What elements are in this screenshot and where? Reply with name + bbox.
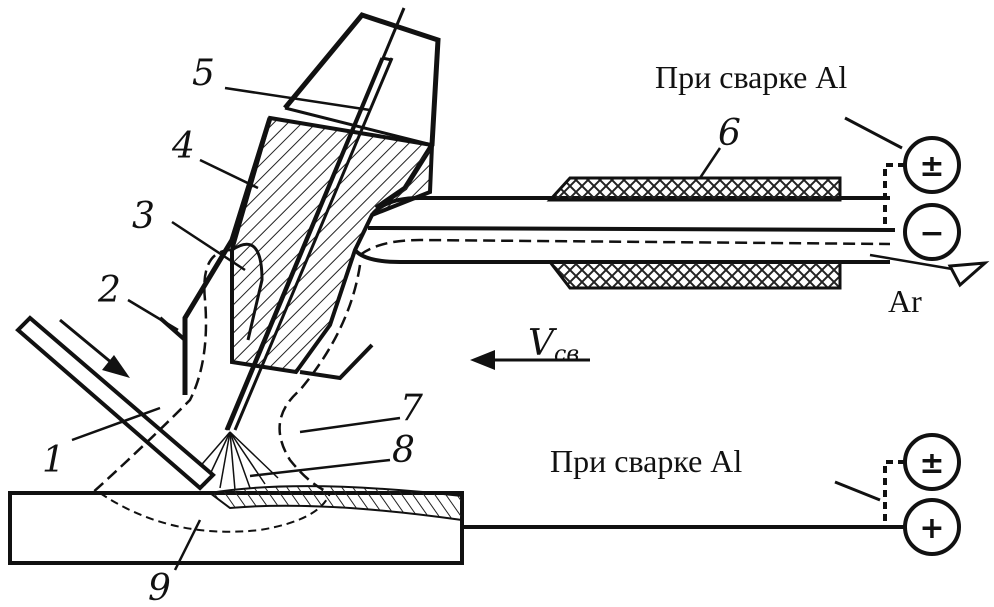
callout-9: 9 bbox=[148, 568, 171, 607]
torch-terminal bbox=[903, 203, 961, 261]
argon-flow-right bbox=[278, 238, 891, 495]
argon-inlet-arrow bbox=[869, 253, 990, 288]
gas-nozzle-left bbox=[182, 117, 273, 395]
top-note-leader bbox=[844, 116, 903, 150]
collet bbox=[231, 242, 264, 341]
hose-center-wire bbox=[367, 226, 896, 232]
argon-flow-left bbox=[89, 248, 233, 496]
bottom-alt-sign: ± bbox=[919, 446, 944, 481]
hose-fitting-bottom bbox=[546, 260, 842, 290]
callout-6: 6 bbox=[718, 113, 741, 154]
callout-5: 5 bbox=[192, 53, 215, 94]
torch-cap-inner bbox=[284, 106, 433, 147]
bottom-alt-link bbox=[883, 460, 905, 525]
travel-speed-subscript: св bbox=[554, 342, 579, 367]
weld-pool bbox=[99, 492, 331, 533]
callout-8: 8 bbox=[392, 430, 415, 471]
tungsten-electrode bbox=[224, 7, 406, 431]
torch-body bbox=[230, 115, 435, 375]
top-alt-link bbox=[883, 163, 905, 228]
callout-1: 1 bbox=[42, 440, 65, 481]
callout-7: 7 bbox=[400, 388, 423, 429]
hose-fitting-top bbox=[546, 176, 842, 202]
callout-3: 3 bbox=[132, 196, 155, 237]
torch-sign: − bbox=[919, 216, 944, 251]
gas-label: Ar bbox=[888, 283, 922, 319]
callout-4: 4 bbox=[171, 126, 195, 167]
callout-leaders bbox=[71, 86, 722, 571]
work-sign: + bbox=[919, 511, 944, 546]
top-alt-terminal bbox=[903, 136, 961, 194]
weld-bead bbox=[207, 485, 463, 522]
callout-2: 2 bbox=[97, 270, 121, 311]
hose-bottom bbox=[353, 248, 890, 264]
travel-speed-symbol: V bbox=[528, 323, 558, 364]
filler-rod bbox=[15, 315, 216, 491]
bottom-polarity-note: При сварке Al bbox=[550, 443, 742, 479]
top-alt-sign: ± bbox=[919, 149, 944, 184]
top-polarity-note: При сварке Al bbox=[655, 59, 847, 95]
travel-speed-arrow bbox=[470, 350, 590, 370]
hose-top bbox=[370, 196, 890, 217]
travel-speed-label: Vсв bbox=[528, 323, 579, 367]
bottom-alt-terminal bbox=[903, 433, 961, 491]
bottom-note-leader bbox=[834, 480, 881, 502]
feed-arrow bbox=[59, 318, 130, 378]
